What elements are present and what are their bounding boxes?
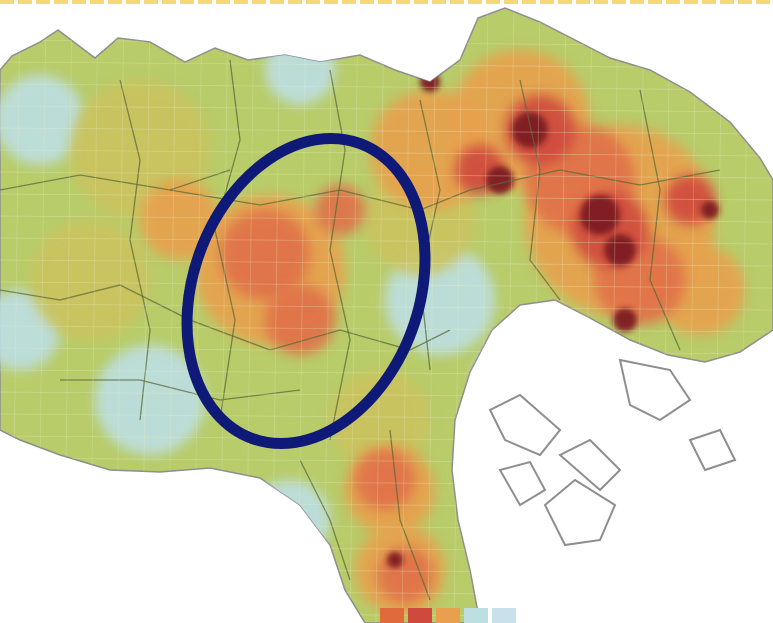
reclaimed-land-outline: [558, 438, 622, 492]
road-line: [427, 8, 437, 623]
heat-cell: [0, 75, 85, 165]
ward-boundary-line: [419, 99, 441, 371]
road-line: [323, 8, 333, 623]
road-line: [0, 237, 773, 245]
ward-boundary-line: [519, 79, 561, 301]
heat-cell: [265, 35, 335, 105]
road-line: [0, 83, 773, 91]
heat-cell: [265, 285, 335, 355]
road-line: [0, 259, 773, 267]
road-line: [453, 8, 463, 623]
road-line: [375, 8, 385, 623]
legend-swatch: [436, 608, 460, 623]
heat-cell: [512, 112, 548, 148]
heat-cell: [250, 480, 330, 560]
road-line: [0, 127, 773, 135]
road-line: [401, 8, 411, 623]
legend-swatch: [464, 608, 488, 623]
ward-boundary-line: [0, 284, 191, 321]
reclaimed-land-outline: [498, 460, 547, 507]
road-line: [0, 303, 773, 311]
heat-cell: [613, 308, 637, 332]
ward-boundary-line: [469, 169, 721, 191]
heat-cell: [330, 370, 430, 470]
ward-boundary-line: [189, 319, 451, 351]
heat-cell: [377, 547, 433, 603]
highlight-ellipse[interactable]: [146, 105, 466, 477]
heat-cell: [30, 220, 150, 340]
heat-cell: [701, 201, 719, 219]
ward-boundary-line: [639, 89, 681, 351]
road-line: [0, 105, 773, 113]
road-line: [349, 8, 359, 623]
legend-swatch: [492, 608, 516, 623]
heat-cell: [420, 72, 440, 92]
legend-swatch: [380, 608, 404, 623]
heat-cell: [387, 552, 403, 568]
heat-cell: [355, 450, 415, 510]
legend-strip: [380, 608, 516, 623]
heat-cell: [475, 335, 565, 425]
heat-cell: [95, 345, 205, 455]
ward-boundary-line: [299, 459, 351, 581]
heat-cell: [604, 234, 636, 266]
heat-cell: [315, 185, 365, 235]
ward-boundary-line: [119, 79, 151, 421]
legend-swatch: [408, 608, 432, 623]
road-line: [0, 171, 773, 179]
reclaimed-land-outline: [488, 393, 562, 457]
ward-boundary-line: [389, 429, 431, 601]
heat-cell: [486, 166, 514, 194]
ward-boundary-line: [60, 379, 301, 401]
road-line: [0, 215, 773, 223]
heat-cell: [220, 210, 310, 300]
reclaimed-land-outline: [688, 428, 737, 472]
reclaimed-land-outline: [618, 358, 692, 422]
reclaimed-land-outline: [543, 478, 617, 547]
road-line: [0, 325, 773, 333]
road-line: [0, 281, 773, 289]
ward-boundary-line: [0, 169, 231, 191]
road-line: [0, 193, 773, 201]
ward-boundary-line: [329, 69, 351, 441]
heat-cell: [580, 195, 620, 235]
bay-outlines: [488, 358, 737, 547]
